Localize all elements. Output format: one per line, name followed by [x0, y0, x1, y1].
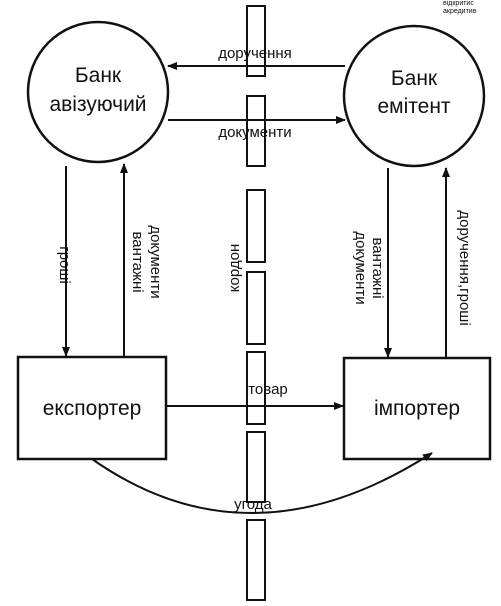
border-segment [246, 95, 266, 167]
documents-label: документи [218, 124, 291, 141]
issuing-bank-label-line1: Банк [391, 67, 438, 90]
importer-label: імпортер [374, 397, 460, 420]
shipping-docs-left-line2: документи [147, 225, 164, 298]
issuing-bank-label-line2: емітент [377, 95, 450, 118]
corner-note: відкритис акредитив [443, 0, 499, 16]
border-segment [246, 519, 266, 601]
border-label: кордон [226, 244, 243, 292]
corner-note-line2: акредитив [443, 8, 477, 15]
advising-bank-label-line2: авізуючий [49, 93, 146, 116]
agreement-label: угода [234, 496, 272, 513]
instructions-money-label: доручення,гроші [456, 210, 473, 325]
issuing-bank-node [342, 24, 486, 168]
shipping-docs-right-line2: документи [352, 231, 369, 304]
money-label: гроші [56, 246, 73, 284]
goods-label: товар [248, 381, 288, 398]
border-segment [246, 189, 266, 263]
exporter-label: експортер [43, 397, 142, 420]
border-segment [246, 271, 266, 345]
corner-note-line1: відкритис [443, 0, 474, 7]
importer-node [342, 356, 492, 461]
advising-bank-node [26, 20, 170, 164]
border-segment [246, 5, 266, 77]
shipping-docs-left-line1: вантажні [129, 231, 146, 292]
advising-bank-label-line1: Банк [75, 64, 122, 87]
instructions-label: доручення [218, 45, 292, 62]
border-segment [246, 431, 266, 503]
shipping-docs-right-line1: вантажні [369, 237, 386, 298]
agreement-arrow [91, 452, 433, 514]
